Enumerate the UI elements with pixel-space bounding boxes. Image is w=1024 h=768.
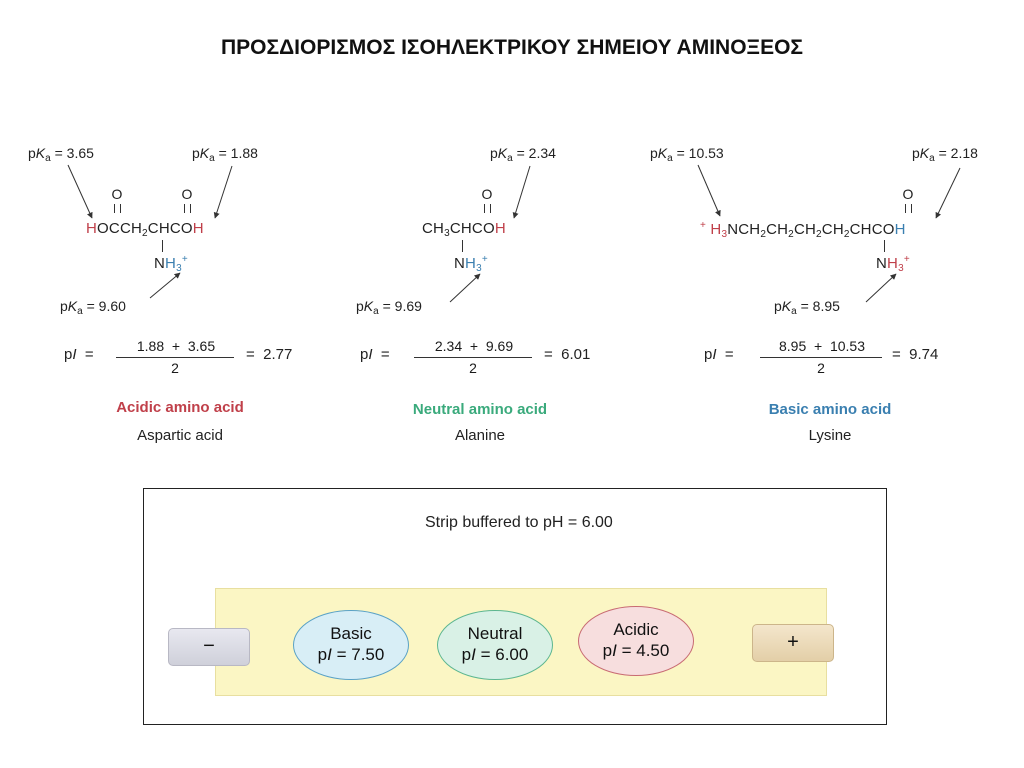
arrow-lysine-side <box>697 164 721 217</box>
alanine-pka-amine: pKa = 9.69 <box>356 298 422 317</box>
alanine-amine-bond <box>462 240 463 252</box>
alanine-pka-cooh: pKa = 2.34 <box>490 145 556 164</box>
alanine-pi-result: = 6.01 <box>544 346 591 363</box>
acidic-pi: pI = 4.50 <box>602 641 670 660</box>
lysine-pi-denominator: 2 <box>817 360 825 376</box>
alanine-class-label: Neutral amino acid <box>412 401 548 418</box>
aspartic-fraction-bar <box>116 357 234 358</box>
lysine-class-label: Basic amino acid <box>768 401 892 418</box>
lysine-pi-result: = 9.74 <box>892 346 939 363</box>
basic-oval: Basic pI = 7.50 <box>293 610 409 680</box>
acidic-oval: Acidic pI = 4.50 <box>578 606 694 676</box>
aspartic-oxygen-2: O <box>181 186 193 202</box>
arrow-alanine-amine <box>449 273 481 303</box>
neutral-oval: Neutral pI = 6.00 <box>437 610 553 680</box>
aspartic-pka-side: pKa = 3.65 <box>28 145 94 164</box>
negative-electrode: − <box>168 628 250 666</box>
arrow-lysine-cooh <box>935 167 961 219</box>
arrow-aspartic-cooh <box>213 165 233 219</box>
basic-pi: pI = 7.50 <box>317 645 385 664</box>
aspartic-oxygen-1: O <box>111 186 123 202</box>
lysine-oxygen: O <box>902 186 914 202</box>
aspartic-pi-result: = 2.77 <box>246 346 293 363</box>
lysine-amine-bond <box>884 240 885 252</box>
alanine-oxygen: O <box>481 186 493 202</box>
lysine-formula: + H3NCH2CH2CH2CH2CHCOH <box>700 220 906 240</box>
aspartic-pka-amine: pKa = 9.60 <box>60 298 126 317</box>
alanine-amine: NH3+ <box>454 254 488 274</box>
lysine-pi-numerator: 8.95 + 10.53 <box>778 338 866 354</box>
lysine-pka-amine: pKa = 8.95 <box>774 298 840 317</box>
lysine-pka-side: pKa = 10.53 <box>650 145 724 164</box>
aspartic-formula: HOCCH2CHCOH <box>86 220 204 239</box>
lysine-pka-cooh: pKa = 2.18 <box>912 145 978 164</box>
lysine-pi-label: pI = <box>704 346 734 363</box>
aspartic-amine-bond <box>162 240 163 252</box>
lysine-fraction-bar <box>760 357 882 358</box>
alanine-pi-label: pI = <box>360 346 390 363</box>
lysine-double-bond <box>905 204 912 213</box>
alanine-double-bond <box>484 204 491 213</box>
arrow-aspartic-amine <box>149 272 181 299</box>
positive-electrode: + <box>752 624 834 662</box>
lysine-amine: NH3+ <box>876 254 910 274</box>
alanine-pi-numerator: 2.34 + 9.69 <box>434 338 514 354</box>
lysine-name: Lysine <box>808 427 852 444</box>
neutral-pi: pI = 6.00 <box>461 645 529 664</box>
basic-label: Basic <box>330 624 372 643</box>
alanine-formula: CH3CHCOH <box>422 220 506 239</box>
alanine-fraction-bar <box>414 357 532 358</box>
aspartic-pi-numerator: 1.88 + 3.65 <box>136 338 216 354</box>
aspartic-pka-cooh: pKa = 1.88 <box>192 145 258 164</box>
aspartic-amine: NH3+ <box>154 254 188 274</box>
aspartic-pi-label: pI = <box>64 346 94 363</box>
aspartic-double-bond-1 <box>114 204 121 213</box>
arrow-alanine-cooh <box>512 165 531 219</box>
aspartic-pi-denominator: 2 <box>171 360 179 376</box>
alanine-pi-denominator: 2 <box>469 360 477 376</box>
aspartic-name: Aspartic acid <box>137 427 223 444</box>
acidic-label: Acidic <box>613 620 659 639</box>
arrow-lysine-amine <box>865 273 897 303</box>
strip-caption: Strip buffered to pH = 6.00 <box>425 514 613 531</box>
alanine-name: Alanine <box>454 427 506 444</box>
aspartic-double-bond-2 <box>184 204 191 213</box>
arrow-aspartic-side <box>67 164 93 219</box>
neutral-label: Neutral <box>467 624 523 643</box>
aspartic-class-label: Acidic amino acid <box>116 399 244 416</box>
page-title: ΠΡΟΣΔΙΟΡΙΣΜΟΣ ΙΣΟΗΛΕΚΤΡΙΚΟΥ ΣΗΜΕΙΟΥ ΑΜΙΝ… <box>220 36 804 59</box>
